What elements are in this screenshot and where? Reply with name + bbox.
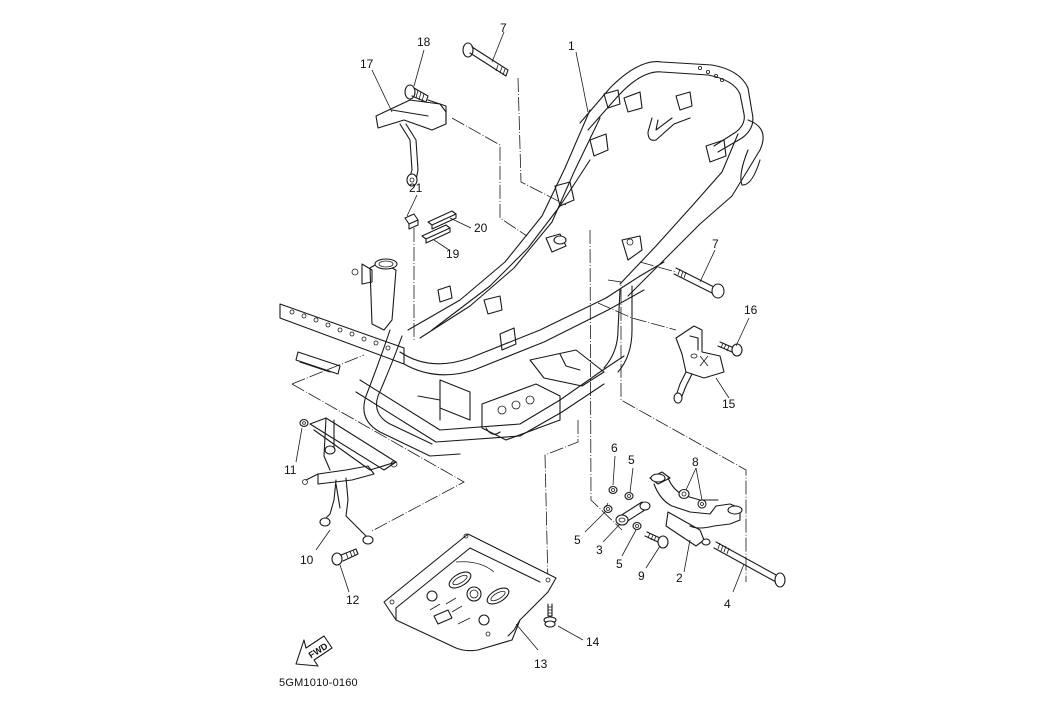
callout-6: 6 [611, 441, 618, 455]
drawing-code: 5GM1010-0160 [279, 677, 358, 689]
damper-part-20 [427, 210, 457, 230]
callout-4: 4 [724, 597, 731, 611]
bolt-part-18 [404, 84, 429, 103]
bolt-part-16 [717, 341, 743, 357]
bracket-part-10 [302, 417, 398, 545]
callout-5a: 5 [574, 533, 581, 547]
bolt-part-4 [713, 541, 786, 588]
bracket-part-15 [673, 325, 725, 404]
bolt-part-7-top [462, 42, 509, 77]
callout-20: 20 [474, 221, 488, 235]
callout-16: 16 [744, 303, 758, 317]
bolt-part-7-right [673, 267, 725, 299]
washer-part-11 [299, 418, 309, 428]
callout-labels: 1 2 3 4 5 5 5 6 7 7 8 9 10 11 12 13 14 1… [284, 21, 758, 671]
callout-3: 3 [596, 543, 603, 557]
leader-lines [295, 31, 750, 651]
bracket-part-17 [375, 99, 447, 187]
callout-8: 8 [692, 455, 699, 469]
bracket-part-2 [649, 471, 743, 547]
callout-9: 9 [638, 569, 645, 583]
callout-7a: 7 [500, 21, 507, 35]
cover-slots [426, 561, 510, 626]
callout-5c: 5 [616, 557, 623, 571]
screw-part-14 [543, 603, 557, 628]
callout-19: 19 [446, 247, 460, 261]
callout-17: 17 [360, 57, 374, 71]
damper-part-19 [421, 224, 451, 244]
cover-part-13 [383, 533, 557, 652]
callout-21: 21 [409, 181, 423, 195]
callout-5b: 5 [628, 453, 635, 467]
bolt-part-12 [331, 548, 359, 566]
nut-washer-part-8 [678, 488, 707, 509]
callout-7b: 7 [712, 237, 719, 251]
collar-part-3 [615, 501, 651, 526]
fwd-arrow-icon: FWD [295, 635, 333, 667]
callout-13: 13 [534, 657, 548, 671]
rail-holes [289, 309, 391, 351]
callout-11: 11 [284, 463, 297, 477]
damper-part-21 [404, 213, 419, 230]
callout-10: 10 [300, 553, 314, 567]
bolt-part-9 [644, 531, 669, 549]
callout-18: 18 [417, 35, 431, 49]
frame-part-1 [279, 60, 764, 457]
callout-14: 14 [586, 635, 600, 649]
callout-15: 15 [722, 397, 736, 411]
callout-2: 2 [676, 571, 683, 585]
callout-12: 12 [346, 593, 360, 607]
washers-part-5-6 [603, 485, 642, 531]
callout-1: 1 [568, 39, 575, 53]
center-lines [291, 77, 747, 586]
